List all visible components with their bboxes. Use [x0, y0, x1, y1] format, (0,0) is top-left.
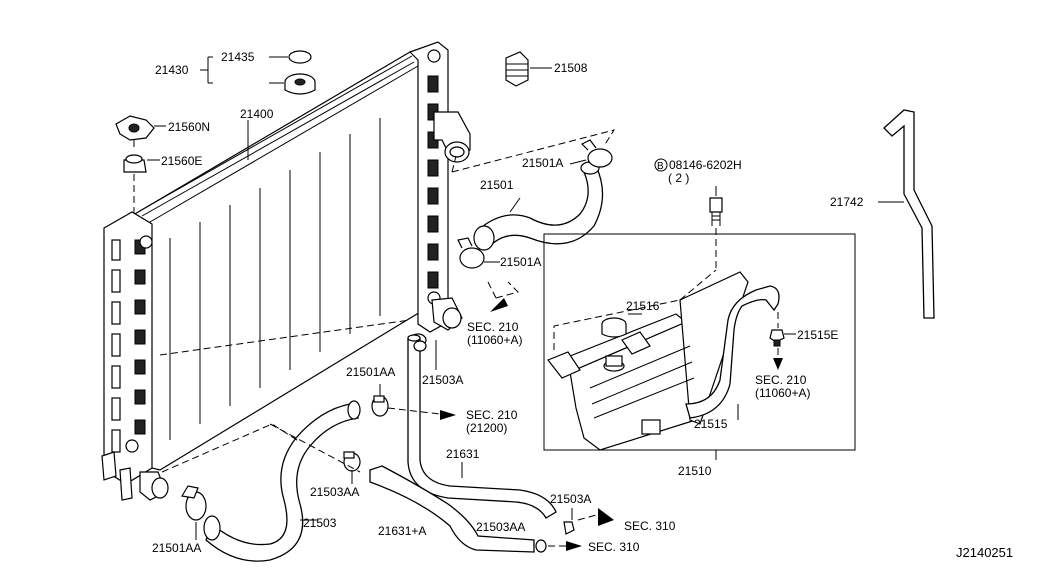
diagram-id: J2140251 [956, 545, 1013, 560]
clip-21560N [115, 115, 155, 141]
label-21503A-low: 21503A [550, 492, 591, 506]
pipe-21742 [883, 109, 935, 319]
upper-hose-21501 [473, 161, 604, 251]
label-21508: 21508 [554, 61, 588, 75]
label-21501A-top: 21501A [522, 156, 563, 170]
label-21510: 21510 [678, 464, 712, 478]
cap-21516 [601, 317, 627, 338]
label-bolt-ref: 08146-6202H [669, 158, 742, 172]
label-sec310-a: SEC. 310 [624, 519, 676, 533]
cap-21508 [505, 51, 529, 87]
label-21430: 21430 [155, 63, 189, 77]
label-21503AA-mid: 21503AA [310, 485, 359, 499]
clamp-21503A-low [563, 521, 575, 535]
label-21503: 21503 [303, 516, 337, 530]
grommet-21560E [123, 154, 147, 173]
label-sec210-b: SEC. 210 [755, 373, 807, 387]
radiator-core [127, 51, 441, 471]
reservoir-tank-21510 [547, 271, 749, 451]
label-21503AA-low: 21503AA [476, 520, 525, 534]
hose-21515 [685, 285, 780, 419]
radiator-cap-21430 [284, 50, 316, 95]
label-21501A-mid: 21501A [500, 255, 541, 269]
lower-hose-21503 [203, 400, 361, 562]
label-21515: 21515 [694, 417, 728, 431]
label-21560N: 21560N [168, 120, 210, 134]
label-21631: 21631 [446, 447, 480, 461]
label-21400: 21400 [240, 107, 274, 121]
label-21501AA-low: 21501AA [152, 541, 201, 555]
label-21435: 21435 [221, 50, 255, 64]
label-sec310-b: SEC. 310 [588, 540, 640, 554]
clamp-21501A-top [580, 139, 613, 168]
label-21501AA-top: 21501AA [346, 365, 395, 379]
label-sec210-c-sub: (21200) [466, 421, 507, 435]
bolt-08146-6202H [709, 197, 723, 226]
label-21560E: 21560E [161, 154, 202, 168]
clamp-21501AA-top [371, 395, 389, 417]
clamp-21515E [769, 329, 785, 347]
radiator-left-tank [101, 211, 153, 501]
label-sec210-b-sub: (11060+A) [755, 386, 810, 400]
label-bolt-circle: B [657, 161, 664, 172]
clamp-21503A-mid [413, 340, 427, 352]
label-21631A: 21631+A [378, 524, 426, 538]
label-21501: 21501 [480, 178, 514, 192]
clamp-21501AA-low [181, 485, 207, 521]
label-21742: 21742 [830, 195, 864, 209]
hose-21631A [369, 465, 547, 553]
clamp-21501A-mid [457, 237, 485, 269]
label-sec210-a-sub: (11060+A) [467, 333, 522, 347]
label-21503A-mid: 21503A [422, 373, 463, 387]
upper-outlet-neck [433, 111, 471, 163]
label-bolt-qty: ( 2 ) [668, 171, 689, 185]
label-sec210-a: SEC. 210 [467, 320, 519, 334]
label-21516: 21516 [626, 299, 660, 313]
label-21515E: 21515E [797, 328, 838, 342]
label-sec210-c: SEC. 210 [466, 408, 518, 422]
lower-left-outlet [139, 471, 169, 501]
